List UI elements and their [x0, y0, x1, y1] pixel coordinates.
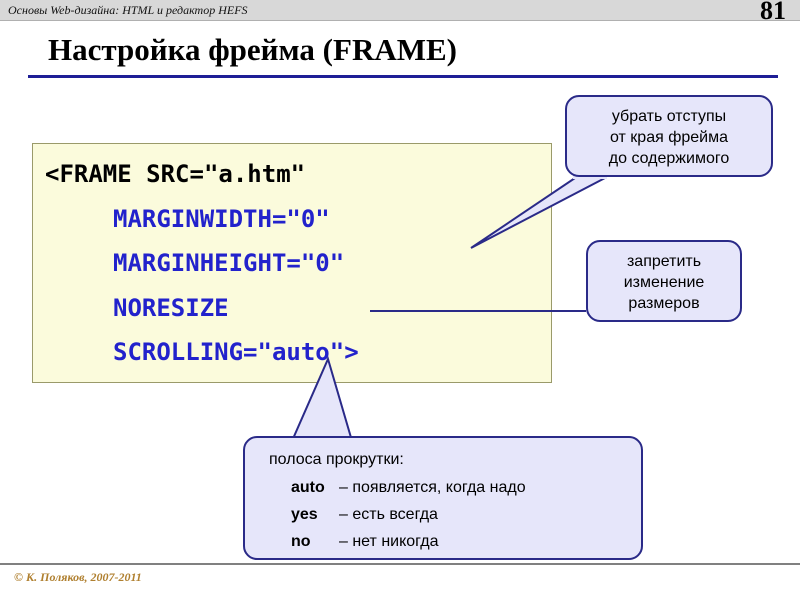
- code-line-4: NORESIZE: [113, 294, 229, 322]
- scrolling-keyword-yes: yes: [291, 506, 318, 523]
- scrolling-keyword-auto: auto: [291, 479, 325, 496]
- course-title: Основы Web-дизайна: HTML и редактор HEFS: [8, 3, 248, 17]
- code-block: <FRAME SRC="a.htm" MARGINWIDTH="0" MARGI…: [32, 143, 552, 383]
- footer-divider: [0, 563, 800, 565]
- callout-margins-line2: от края фрейма: [609, 129, 729, 146]
- callout-scrolling-row-auto: auto – появляется, когда надо: [291, 479, 526, 497]
- callout-margins-line3: до содержимого: [608, 150, 730, 167]
- page-title: Настройка фрейма (FRAME): [48, 32, 457, 67]
- callout-noresize-line1: запретить: [626, 253, 702, 270]
- header-bar: [0, 0, 800, 21]
- callout-scrolling: полоса прокрутки: auto – появляется, когд…: [243, 436, 643, 560]
- callout-scrolling-row-no: no – нет никогда: [291, 533, 439, 551]
- code-line-1: <FRAME SRC="a.htm": [45, 160, 306, 188]
- title-divider: [28, 75, 778, 78]
- callout-margins-line1: убрать отступы: [611, 108, 727, 125]
- callout-noresize-line2: изменение: [623, 274, 705, 291]
- code-line-2: MARGINWIDTH="0": [113, 205, 330, 233]
- footer-copyright: © К. Поляков, 2007-2011: [14, 570, 142, 584]
- scrolling-keyword-no: no: [291, 533, 311, 550]
- code-line-5: SCROLLING="auto">: [113, 338, 359, 366]
- code-line-3: MARGINHEIGHT="0": [113, 249, 345, 277]
- callout-noresize-line3: размеров: [628, 295, 700, 312]
- scrolling-desc-yes: – есть всегда: [339, 506, 438, 523]
- callout-scrolling-title: полоса прокрутки:: [269, 451, 404, 468]
- slide-number: 81: [760, 0, 786, 25]
- callout-noresize: запретить изменение размеров: [586, 240, 742, 322]
- scrolling-desc-auto: – появляется, когда надо: [339, 479, 526, 496]
- callout-scrolling-row-yes: yes – есть всегда: [291, 506, 438, 524]
- callout-noresize-leader: [370, 310, 586, 312]
- scrolling-desc-no: – нет никогда: [339, 533, 439, 550]
- callout-margins: убрать отступы от края фрейма до содержи…: [565, 95, 773, 177]
